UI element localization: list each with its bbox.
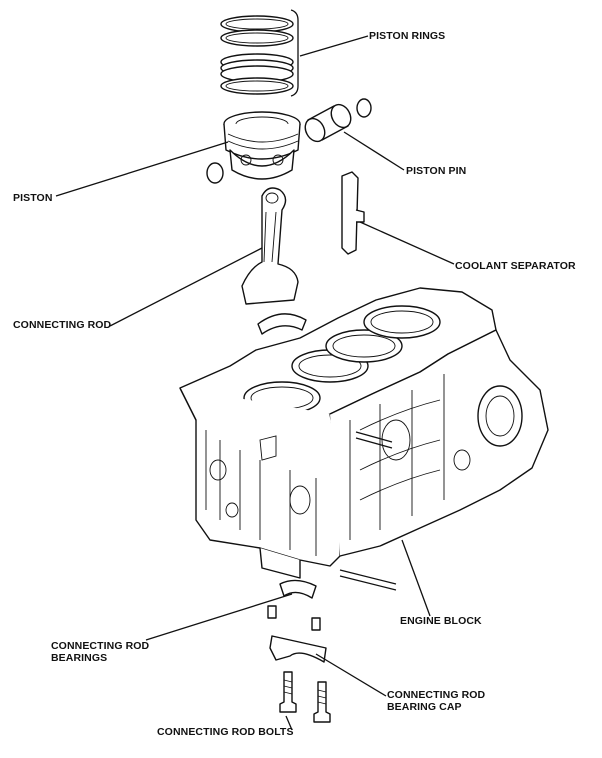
coolant-separator-part [341,171,365,255]
connecting-rod-part [241,187,299,305]
engine-block-part [179,287,549,591]
piston-rings-part [220,15,294,95]
label-piston-pin: PISTON PIN [406,165,467,177]
bearing-cap-part [267,605,327,663]
label-coolant-separator: COOLANT SEPARATOR [455,260,576,272]
piston-clip-left [206,162,224,184]
label-engine-block: ENGINE BLOCK [400,615,482,627]
label-connecting-rod-bearings-line1: CONNECTING ROD [51,640,150,652]
rod-upper-bearing [257,313,307,335]
piston-part [223,111,301,180]
label-connecting-rod-bolts: CONNECTING ROD BOLTS [157,726,294,738]
piston-clip-right [356,98,372,118]
label-connecting-rod-bearings-line2: BEARINGS [51,652,108,664]
label-bearing-cap-line2: BEARING CAP [387,701,462,713]
rod-bearing-lower [279,579,317,599]
label-piston: PISTON [13,192,53,204]
label-bearing-cap-line1: CONNECTING ROD [387,689,486,701]
rings-bracket [290,9,299,97]
connecting-rod-bolts-part [279,671,331,723]
piston-pin-part [304,103,352,143]
label-connecting-rod: CONNECTING ROD [13,319,112,331]
label-piston-rings: PISTON RINGS [369,30,446,42]
leader-lines [55,35,455,731]
